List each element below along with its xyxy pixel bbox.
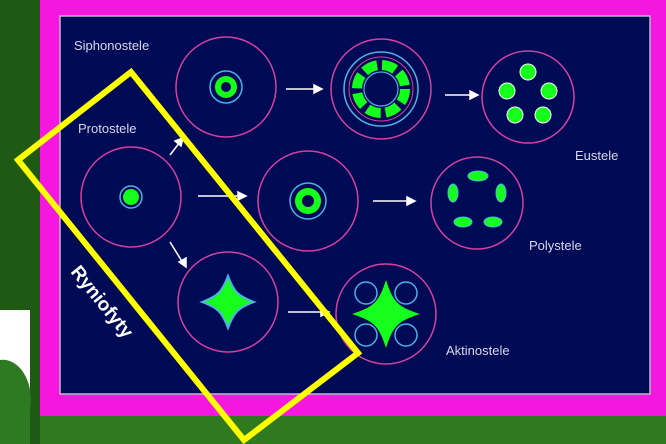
label-protostele: Protostele — [78, 121, 137, 136]
label-siphonostele: Siphonostele — [74, 38, 149, 53]
label-eustele: Eustele — [575, 148, 618, 163]
label-aktinostele: Aktinostele — [446, 343, 510, 358]
label-polystele: Polystele — [529, 238, 582, 253]
